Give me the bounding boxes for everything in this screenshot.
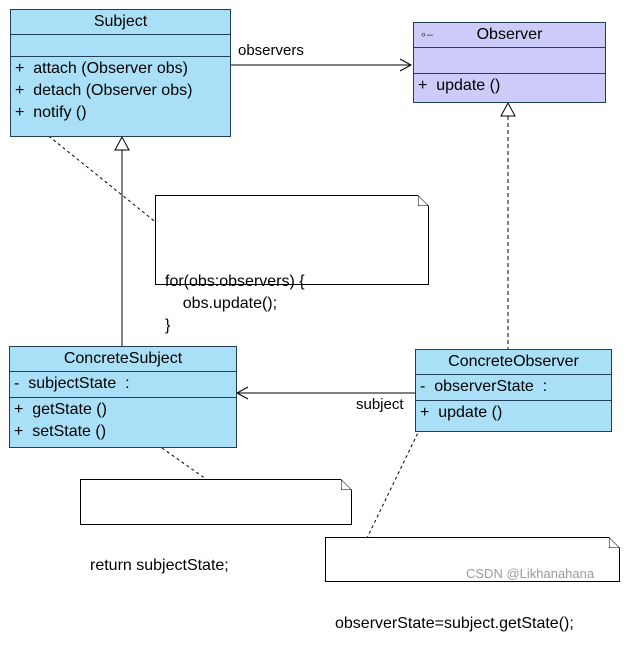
subject-class[interactable]: Subject + attach (Observer obs) + detach… <box>10 9 231 137</box>
concrete-subject-method-get-state: + getState () <box>14 401 107 418</box>
observer-attributes <box>414 47 605 73</box>
concrete-observer-attributes: - observerState : <box>416 374 611 400</box>
concrete-subject-attributes: - subjectState : <box>10 371 236 397</box>
concrete-subject-methods: + getState () + setState () <box>10 397 236 443</box>
note-fold-icon <box>609 537 620 548</box>
concrete-observer-methods: + update () <box>416 400 611 424</box>
observers-association-arrowhead <box>399 58 413 72</box>
subject-role-label: subject <box>356 396 404 413</box>
concrete-observer-class-name: ConcreteObserver <box>448 353 579 370</box>
concrete-observer-attribute-state: - observerState : <box>420 378 548 395</box>
concrete-subject-attribute-state: - subjectState : <box>14 375 130 392</box>
observer-interface[interactable]: ∘– Observer + update () <box>413 22 606 103</box>
subject-generalization-arrowhead <box>114 135 130 151</box>
subject-attributes <box>11 34 230 56</box>
subject-method-notify: + notify () <box>15 104 87 121</box>
subject-association-arrowhead <box>235 386 249 400</box>
note-fold-icon <box>418 195 429 206</box>
update-note-text: observerState=subject.getState(); <box>335 615 574 632</box>
observer-method-update: + update () <box>418 77 501 94</box>
observer-realization-arrowhead <box>500 101 516 117</box>
subject-class-name: Subject <box>93 13 148 30</box>
update-note-anchor <box>366 411 429 539</box>
notify-note-text: for(obs:observers) { obs.update(); } <box>165 273 305 334</box>
subject-method-detach: + detach (Observer obs) <box>15 82 193 99</box>
concrete-subject-method-set-state: + setState () <box>14 423 107 440</box>
interface-icon: ∘– <box>420 29 434 41</box>
get-state-note[interactable]: return subjectState; <box>80 479 352 574</box>
concrete-observer-class[interactable]: ConcreteObserver - observerState : + upd… <box>415 349 612 432</box>
observer-interface-name: Observer <box>476 26 543 43</box>
concrete-subject-class-name: ConcreteSubject <box>63 350 183 367</box>
observers-role-label: observers <box>238 42 304 59</box>
observer-methods: + update () <box>414 73 605 97</box>
concrete-observer-method-update: + update () <box>420 404 503 421</box>
subject-method-attach: + attach (Observer obs) <box>15 60 188 77</box>
concrete-subject-class[interactable]: ConcreteSubject - subjectState : + getSt… <box>9 346 237 448</box>
subject-methods: + attach (Observer obs) + detach (Observ… <box>11 56 230 124</box>
note-fold-icon <box>341 479 352 490</box>
watermark: CSDN @Likhanahana <box>466 566 595 581</box>
get-state-note-text: return subjectState; <box>90 557 229 574</box>
notify-note[interactable]: for(obs:observers) { obs.update(); } <box>155 195 429 334</box>
